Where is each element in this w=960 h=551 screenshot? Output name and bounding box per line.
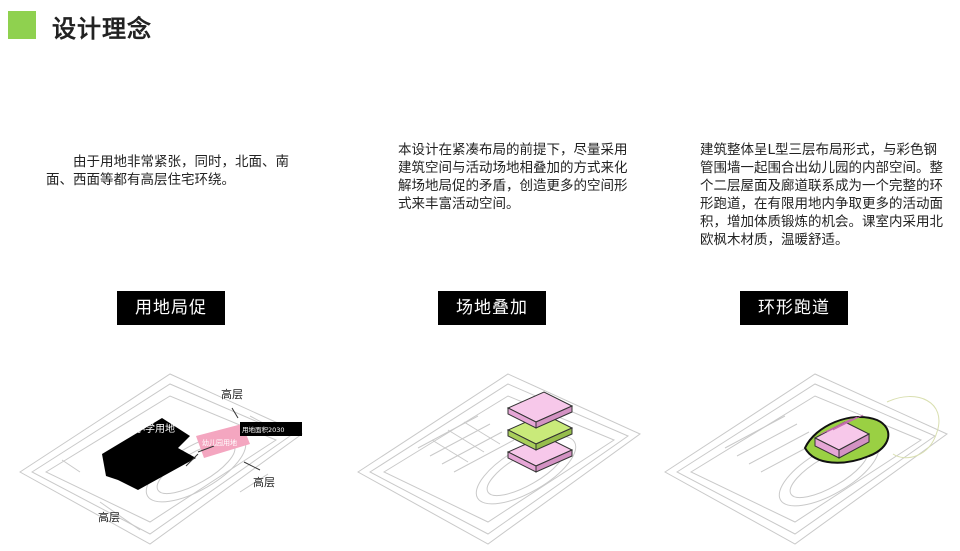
south-highrise-label: 高层	[98, 510, 120, 524]
school-land-label: 小学用地	[135, 422, 175, 435]
layer-stack-illustration	[357, 373, 641, 545]
area-label: 用地面积2030	[242, 425, 285, 434]
site-constraint-illustration: 高层 高层 高层 小学用地 幼儿园用地 用地面积2030	[19, 373, 303, 545]
page-header: 设计理念	[0, 0, 960, 50]
concept-2-description: 本设计在紧凑布局的前提下，尽量采用建筑空间与活动场地相叠加的方式来化解场地局促的…	[398, 141, 638, 213]
east-highrise-label: 高层	[253, 475, 275, 489]
concept-1-text: 由于用地非常紧张，同时，北面、南面、西面等都有高层住宅环绕。	[46, 154, 289, 188]
concept-3-text: 建筑整体呈L型三层布局形式，与彩色钢管围墙一起围合出幼儿园的内部空间。整个二层屋…	[700, 142, 943, 248]
area-callout-box	[240, 422, 302, 436]
kindergarten-land-label: 幼儿园用地	[202, 438, 237, 447]
north-highrise-label: 高层	[221, 387, 243, 401]
concept-1-description: 由于用地非常紧张，同时，北面、南面、西面等都有高层住宅环绕。	[46, 153, 296, 189]
concept-1-tag: 用地局促	[117, 291, 225, 325]
concept-3-tag: 环形跑道	[740, 291, 848, 325]
concept-2-text: 本设计在紧凑布局的前提下，尽量采用建筑空间与活动场地相叠加的方式来化解场地局促的…	[398, 142, 628, 212]
layer-stack	[506, 391, 574, 473]
title-accent-square	[8, 11, 36, 39]
concept-3-description: 建筑整体呈L型三层布局形式，与彩色钢管围墙一起围合出幼儿园的内部空间。整个二层屋…	[700, 141, 950, 249]
loop-track-illustration	[664, 373, 948, 545]
site-constraint-diagram: 高层 高层 高层 小学用地 幼儿园用地 用地面积2030	[10, 362, 310, 547]
concept-2-tag: 场地叠加	[438, 291, 546, 325]
loop-track-diagram	[655, 362, 955, 547]
kindergarten-land-block	[196, 424, 250, 458]
school-land-block	[102, 418, 196, 490]
page-title: 设计理念	[52, 15, 152, 43]
layer-stack-diagram	[348, 362, 648, 547]
